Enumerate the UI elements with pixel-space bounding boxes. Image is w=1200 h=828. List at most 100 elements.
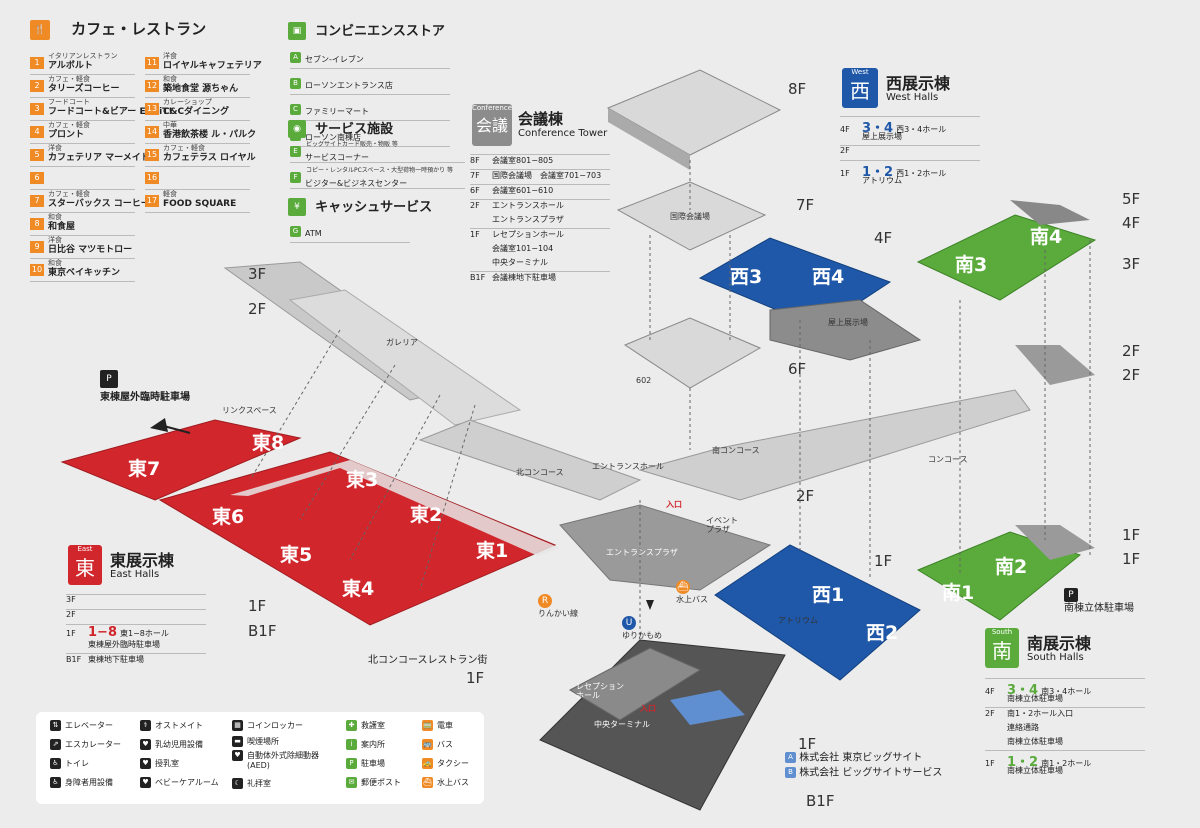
map-south-3[interactable]: 南3 [955, 254, 988, 276]
map-east-1[interactable]: 東1 [476, 540, 509, 562]
water-bus-label[interactable]: ⛴ 水上バス [676, 579, 708, 604]
floor-tag-south-1f-a[interactable]: 1F [1122, 526, 1141, 544]
map-west-3[interactable]: 西3 [730, 266, 763, 288]
east-title: 東展示棟 [110, 551, 175, 570]
conference-floor-text: レセプションホール [492, 230, 564, 239]
map-south-1[interactable]: 南1 [942, 582, 975, 604]
floor-tag-north-rest-1f[interactable]: 1F [466, 669, 485, 687]
floor-tag-conf-7f[interactable]: 7F [796, 196, 815, 214]
floor-tag-conf-2f[interactable]: 2F [796, 487, 815, 505]
map-east-5[interactable]: 東5 [280, 544, 313, 566]
floor-tag-conf-1f[interactable]: 1F [798, 735, 817, 753]
legend-icon: ⇗ [50, 739, 61, 750]
convenience-code: A [290, 52, 301, 63]
hall-east-1-6 [158, 451, 557, 626]
legend-item: ⇅エレベーター [50, 720, 113, 731]
restaurant-name: カフェテラス ロイヤル [163, 153, 256, 163]
west-floor-label: 4F [840, 125, 850, 134]
legend-text: エスカレーター [65, 740, 121, 749]
map-east-3[interactable]: 東3 [346, 469, 379, 491]
legend-icon: ♥ [140, 739, 151, 750]
map-west-4[interactable]: 西4 [812, 266, 845, 288]
floor-tag-west-4f[interactable]: 4F [874, 229, 893, 247]
floor-tag-conf-6f[interactable]: 6F [788, 360, 807, 378]
restaurant-item[interactable]: 16 [145, 167, 250, 190]
conf-6f [623, 317, 762, 389]
floor-tag-south-2f-a[interactable]: 2F [1122, 342, 1141, 360]
services-name: ビジター&ビジネスセンター [305, 179, 408, 188]
convenience-code: C [290, 104, 301, 115]
south-parking-icon: P [1064, 587, 1078, 602]
rinkai-label[interactable]: R りんかい線 [538, 593, 578, 618]
floor-tag-east-1f[interactable]: 1F [248, 597, 267, 615]
west-floor-text: アトリウム [862, 176, 902, 185]
map-east-2[interactable]: 東2 [410, 504, 443, 526]
convenience-title: コンビニエンスストア [315, 24, 445, 39]
conference-subtitle: Conference Tower [518, 128, 608, 139]
services-code: E [290, 146, 301, 157]
conference-floor-text: 会議棟地下駐車場 [492, 273, 556, 282]
floor-tag-south-5f[interactable]: 5F [1122, 190, 1141, 208]
map-south-2[interactable]: 南2 [995, 556, 1028, 578]
south-parking-label: P 南棟立体駐車場 [1064, 587, 1134, 614]
south-floor-text: 南棟立体駐車場 [1007, 737, 1063, 746]
floor-tag-east-b1f[interactable]: B1F [248, 622, 277, 640]
west-floor-row: アトリウム [840, 175, 980, 189]
legend-text: 水上バス [437, 778, 469, 787]
restaurant-category: 軽食 [163, 190, 177, 198]
floor-tag-west-1f[interactable]: 1F [874, 552, 893, 570]
map-east-8[interactable]: 東8 [252, 432, 285, 454]
legend-item: ☾礼拝室 [232, 778, 271, 789]
floor-tag-east-3f[interactable]: 3F [248, 265, 267, 283]
legend-text: 身障者用設備 [65, 778, 113, 787]
map-west-1[interactable]: 西1 [812, 584, 845, 606]
floor-tag-south-2f-b[interactable]: 2F [1122, 366, 1141, 384]
restaurant-number: 17 [145, 195, 159, 207]
b1-company-a: 株式会社 東京ビッグサイト [799, 752, 923, 764]
map-west-2[interactable]: 西2 [866, 622, 899, 644]
map-east-6[interactable]: 東6 [212, 506, 245, 528]
map-east-7[interactable]: 東7 [128, 458, 161, 480]
floor-tag-south-3f[interactable]: 3F [1122, 255, 1141, 273]
floor-tag-south-1f-b[interactable]: 1F [1122, 550, 1141, 568]
floor-tag-conf-b1f[interactable]: B1F [806, 792, 835, 810]
restaurants-title: カフェ・レストラン [71, 20, 207, 38]
restaurant-item[interactable]: 6 [30, 167, 135, 190]
east-floor-label: B1F [66, 655, 82, 664]
restaurant-category: イタリアンレストラン [48, 52, 118, 60]
map-south-4[interactable]: 南4 [1030, 226, 1063, 248]
floor-tag-south-4f[interactable]: 4F [1122, 214, 1141, 232]
legend-icon: ▦ [232, 720, 243, 731]
legend-item: ♿身障者用設備 [50, 777, 113, 788]
floor-tag-conf-8f[interactable]: 8F [788, 80, 807, 98]
conference-floor-text: 中央ターミナル [492, 258, 548, 267]
floor-tag-east-2f[interactable]: 2F [248, 300, 267, 318]
galleria-label: ガレリア [386, 338, 418, 347]
yurikamome-label[interactable]: U ゆりかもめ [622, 615, 662, 640]
legend-icon: i [346, 739, 357, 750]
map-east-4[interactable]: 東4 [342, 578, 375, 600]
